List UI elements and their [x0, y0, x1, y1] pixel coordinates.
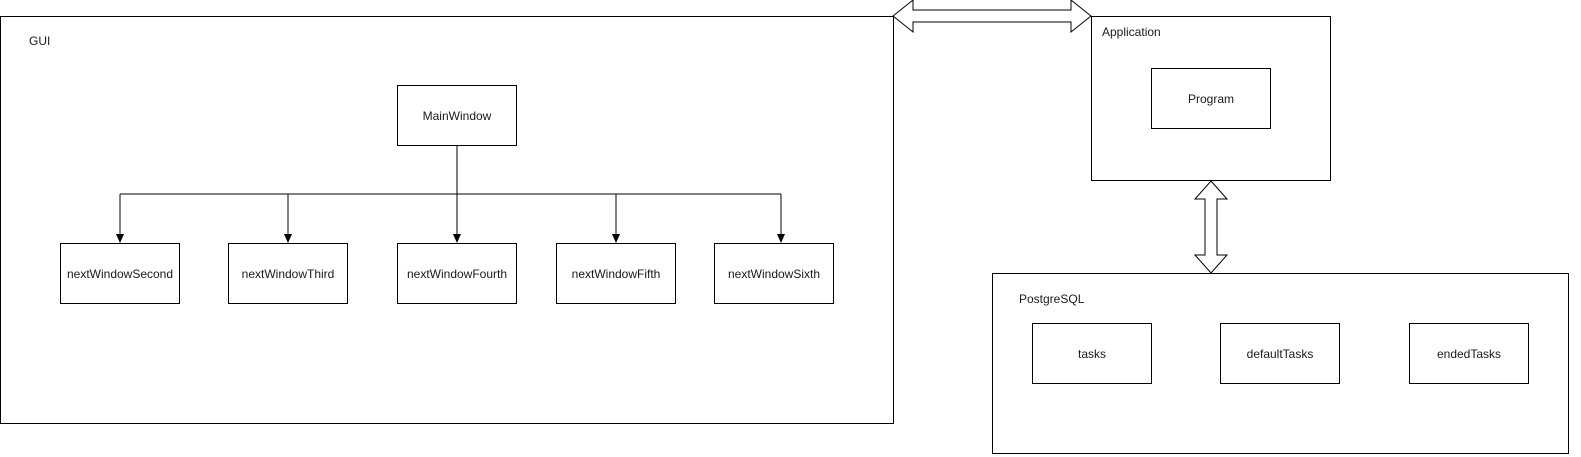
- application-postgresql-double-arrow: [1193, 180, 1229, 274]
- next-window-third-node: nextWindowThird: [228, 243, 348, 304]
- program-node: Program: [1151, 68, 1271, 129]
- gui-frame: [0, 16, 894, 424]
- next-window-second-node: nextWindowSecond: [60, 243, 180, 304]
- postgresql-label: PostgreSQL: [1019, 292, 1085, 306]
- gui-application-double-arrow: [892, 0, 1092, 34]
- application-label: Application: [1102, 25, 1161, 39]
- next-window-sixth-node: nextWindowSixth: [714, 243, 834, 304]
- tasks-table-node: tasks: [1032, 323, 1152, 384]
- next-window-fifth-node: nextWindowFifth: [556, 243, 676, 304]
- gui-label: GUI: [29, 34, 51, 48]
- next-window-fourth-node: nextWindowFourth: [397, 243, 517, 304]
- main-window-node: MainWindow: [397, 85, 517, 146]
- ended-tasks-table-node: endedTasks: [1409, 323, 1529, 384]
- default-tasks-table-node: defaultTasks: [1220, 323, 1340, 384]
